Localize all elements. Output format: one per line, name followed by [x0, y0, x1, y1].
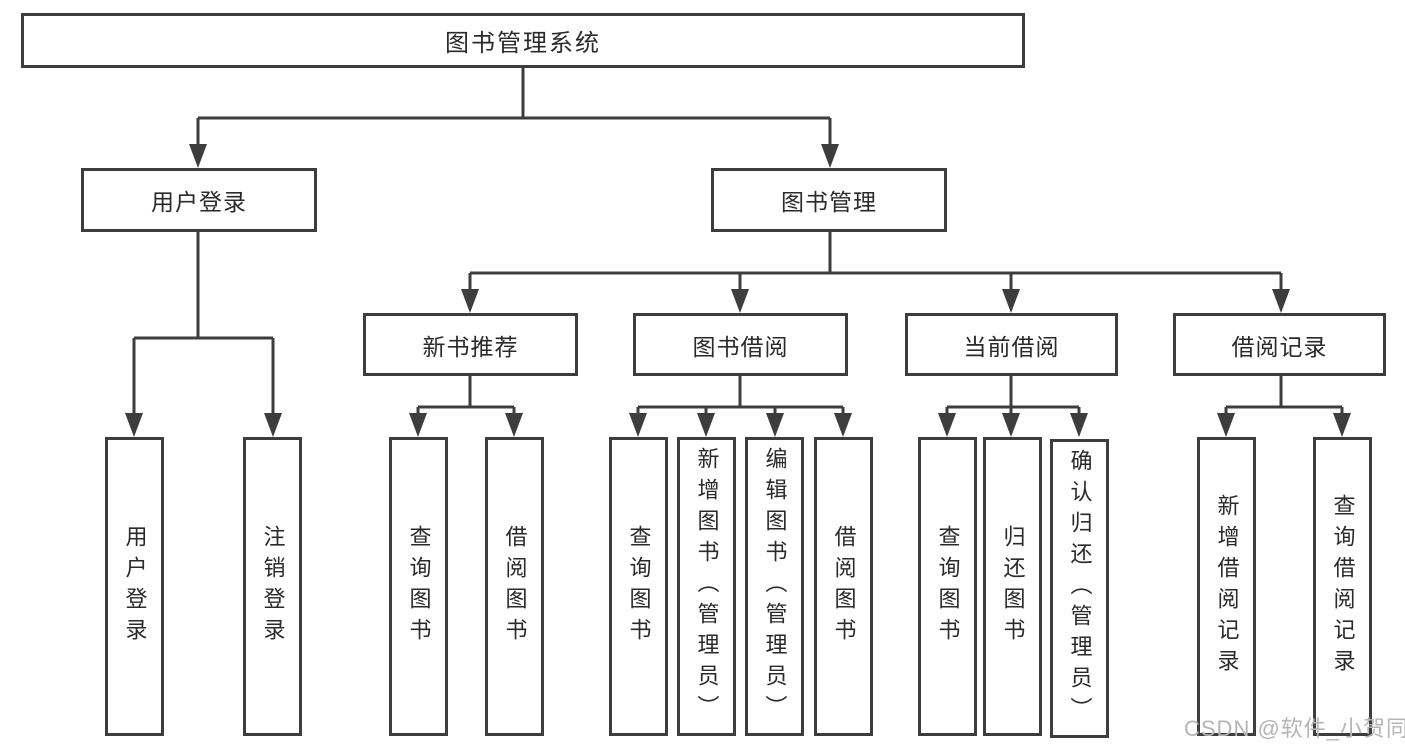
- leaf-user-login-label: 用户登录: [122, 524, 148, 649]
- node-borrowing-records-label: 借阅记录: [1231, 333, 1328, 360]
- leaf-edit-books-admin: 编辑图书（管理员）: [745, 437, 804, 736]
- leaf-borrowing-query-books: 查询图书: [609, 437, 668, 736]
- leaf-confirm-return-admin-label: 确认归还（管理员）: [1067, 449, 1093, 728]
- watermark: CSDN @软件_小贺同学: [1184, 716, 1405, 741]
- node-borrowing-records: 借阅记录: [1173, 313, 1386, 376]
- leaf-add-books-admin-label: 新增图书（管理员）: [694, 447, 720, 726]
- leaf-recommend-query-books: 查询图书: [389, 437, 448, 736]
- leaf-current-query-books: 查询图书: [918, 437, 977, 736]
- node-book-borrowing: 图书借阅: [633, 313, 848, 376]
- node-new-book-recommend: 新书推荐: [363, 313, 578, 376]
- leaf-borrow-books: 借阅图书: [814, 437, 873, 736]
- node-root-label: 图书管理系统: [445, 30, 601, 57]
- leaf-edit-books-admin-label: 编辑图书（管理员）: [762, 447, 788, 726]
- leaf-confirm-return-admin: 确认归还（管理员）: [1050, 439, 1109, 738]
- leaf-recommend-query-books-label: 查询图书: [406, 524, 432, 649]
- leaf-query-borrow-record: 查询借阅记录: [1313, 437, 1372, 736]
- leaf-logout: 注销登录: [243, 437, 302, 736]
- leaf-borrow-books-label: 借阅图书: [831, 524, 857, 649]
- node-book-borrowing-label: 图书借阅: [692, 333, 789, 360]
- node-current-borrowing-label: 当前借阅: [963, 333, 1060, 360]
- leaf-current-query-books-label: 查询图书: [935, 524, 961, 649]
- leaf-recommend-borrow-books-label: 借阅图书: [502, 524, 528, 649]
- leaf-user-login: 用户登录: [105, 437, 164, 736]
- leaf-query-borrow-record-label: 查询借阅记录: [1330, 493, 1356, 680]
- node-current-borrowing: 当前借阅: [905, 313, 1118, 376]
- leaf-return-books: 归还图书: [983, 437, 1042, 736]
- leaf-add-books-admin: 新增图书（管理员）: [677, 437, 736, 736]
- node-root: 图书管理系统: [21, 13, 1025, 68]
- arrowhead-icons: [125, 144, 1351, 437]
- node-user-login-label: 用户登录: [151, 189, 247, 215]
- leaf-borrowing-query-books-label: 查询图书: [626, 524, 652, 649]
- node-book-management: 图书管理: [711, 168, 947, 232]
- node-new-book-recommend-label: 新书推荐: [422, 333, 519, 360]
- leaf-recommend-borrow-books: 借阅图书: [485, 437, 544, 736]
- leaf-return-books-label: 归还图书: [1000, 524, 1026, 649]
- leaf-logout-label: 注销登录: [260, 524, 286, 649]
- leaf-add-borrow-record-label: 新增借阅记录: [1214, 493, 1240, 680]
- leaf-add-borrow-record: 新增借阅记录: [1197, 437, 1256, 736]
- node-book-management-label: 图书管理: [781, 189, 877, 215]
- node-user-login: 用户登录: [81, 168, 317, 232]
